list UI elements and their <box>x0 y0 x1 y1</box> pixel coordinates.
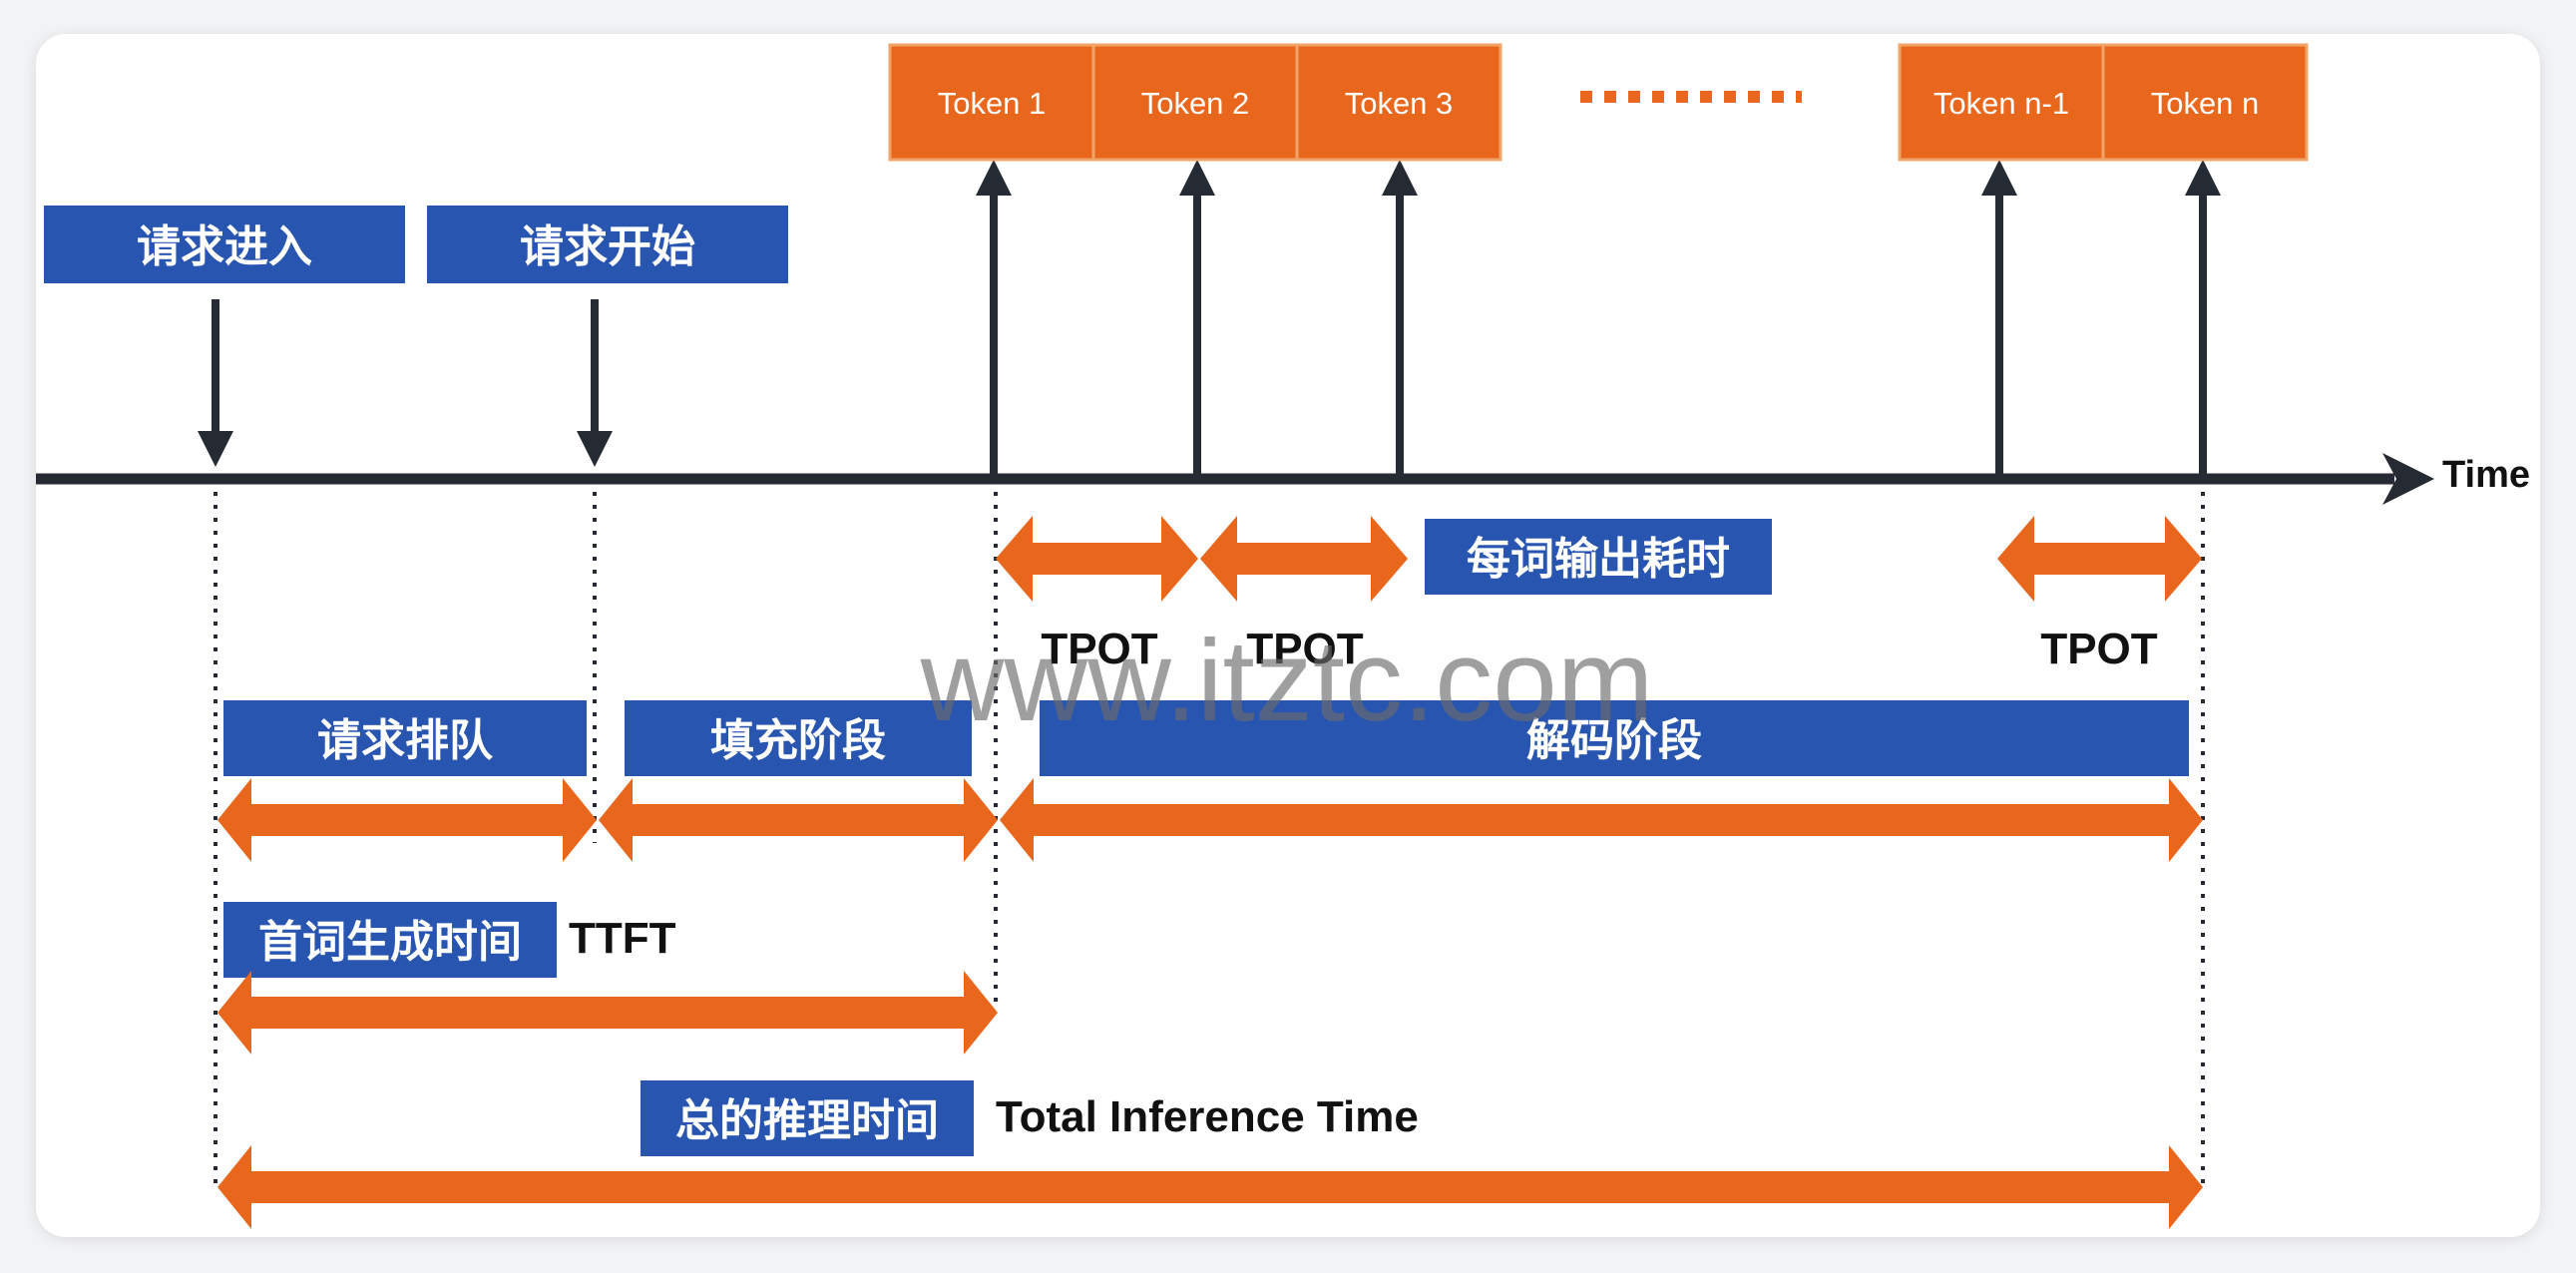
token-label-1: Token 1 <box>938 86 1047 121</box>
token-box-n: Token n <box>2101 43 2309 162</box>
time-axis-label: Time <box>2442 454 2530 496</box>
decode-phase-label: 解码阶段 <box>1526 715 1702 766</box>
queue-phase-box: 请求排队 <box>223 700 587 776</box>
tpot-arrow-1 <box>996 516 1198 602</box>
token-box-n-1: Token n-1 <box>1898 43 2105 162</box>
guide-lines <box>214 479 2205 1192</box>
total-label: Total Inference Time <box>996 1092 1419 1141</box>
queue-phase-label: 请求排队 <box>317 715 494 766</box>
token-box-2: Token 2 <box>1091 43 1299 162</box>
time-axis <box>36 453 2434 505</box>
token-label-3: Token 3 <box>1345 86 1454 121</box>
prefill-phase-arrow <box>599 778 998 862</box>
tpot-arrow-n <box>1997 516 2202 602</box>
request-enter-arrow <box>198 299 233 467</box>
tpot-label-2: TPOT <box>1246 625 1363 673</box>
ttft-caption: 首词生成时间 <box>258 917 522 968</box>
queue-phase-arrow <box>217 778 597 862</box>
prefill-phase-label: 填充阶段 <box>710 715 886 766</box>
total-caption: 总的推理时间 <box>675 1095 939 1146</box>
tpot-arrows <box>996 516 2202 602</box>
token-arrow-3 <box>1382 160 1418 474</box>
token-arrow-n <box>2185 160 2221 474</box>
request-start-arrow <box>577 299 613 467</box>
tpot-caption: 每词输出耗时 <box>1467 534 1730 585</box>
tpot-label-1: TPOT <box>1041 625 1157 673</box>
token-box-3: Token 3 <box>1295 43 1503 162</box>
total-caption-box: 总的推理时间 <box>641 1080 974 1156</box>
token-label-n-1: Token n-1 <box>1933 86 2069 121</box>
ttft-arrow <box>217 971 998 1055</box>
token-arrow-1 <box>976 160 1012 474</box>
token-arrow-2 <box>1179 160 1215 474</box>
token-arrows <box>976 160 2221 474</box>
prefill-phase-box: 填充阶段 <box>625 700 972 776</box>
token-label-n: Token n <box>2151 86 2260 121</box>
ttft-caption-box: 首词生成时间 <box>223 902 557 978</box>
tpot-label-n: TPOT <box>2040 625 2157 673</box>
total-arrow <box>217 1145 2203 1229</box>
request-enter-label: 请求进入 <box>137 221 312 272</box>
token-box-1: Token 1 <box>888 43 1095 162</box>
tpot-caption-box: 每词输出耗时 <box>1425 519 1772 595</box>
ttft-label: TTFT <box>569 914 676 963</box>
tpot-arrow-2 <box>1200 516 1408 602</box>
token-arrow-n-1 <box>1981 160 2017 474</box>
watermark: www.itztc.com <box>920 616 1654 745</box>
request-enter-label-box: 请求进入 <box>44 206 405 283</box>
token-label-2: Token 2 <box>1141 86 1250 121</box>
request-start-label-box: 请求开始 <box>427 206 788 283</box>
decode-phase-box: 解码阶段 <box>1040 700 2189 776</box>
request-start-label: 请求开始 <box>520 221 695 272</box>
phase-arrows <box>217 778 2203 862</box>
decode-phase-arrow <box>1000 778 2203 862</box>
